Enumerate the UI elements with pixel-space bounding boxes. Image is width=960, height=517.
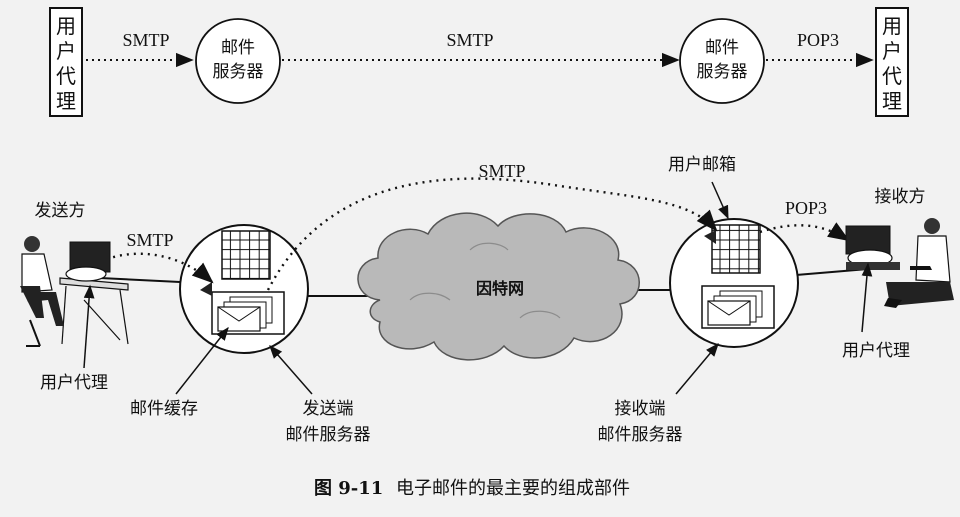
top-right-agent-char-1: 用 (882, 14, 902, 38)
top-proto-left: SMTP (122, 30, 169, 50)
sender-side-label: 发送方 (35, 201, 86, 221)
top-proto-mid: SMTP (446, 30, 493, 50)
receiver-side-label: 接收方 (875, 187, 926, 207)
sender-server-grid (221, 230, 271, 280)
send-server-line1: 发送端 (303, 399, 354, 419)
mail-cache-label: 邮件缓存 (130, 399, 198, 419)
recv-server-line1: 接收端 (615, 399, 666, 419)
receiver-mailbox-flag (704, 230, 716, 244)
top-left-server (195, 18, 281, 104)
top-right-agent-char-2: 户 (882, 39, 902, 63)
recv-server-line2: 邮件服务器 (598, 425, 683, 445)
top-right-agent-char-4: 理 (882, 89, 902, 113)
top-right-server (679, 18, 765, 104)
smtp-arc-label: SMTP (478, 161, 525, 181)
top-right-server-line1: 邮件 (705, 38, 739, 58)
top-left-agent-char-4: 理 (56, 89, 76, 113)
internet-label: 因特网 (476, 279, 524, 298)
caption-title: 电子邮件的最主要的组成部件 (396, 478, 630, 499)
receiver-mailbox-grid (711, 224, 761, 274)
top-right-agent-char-3: 代 (882, 64, 902, 88)
top-left-agent-box (49, 7, 83, 117)
user-agent-right-pointer (861, 262, 873, 333)
smtp-arc-path (266, 177, 718, 291)
top-right-agent-box (875, 7, 909, 117)
recv-server-pointer (675, 342, 719, 395)
mailbox-label: 用户邮箱 (668, 155, 736, 175)
link-sender-to-server (99, 277, 181, 283)
user-agent-right-label: 用户代理 (842, 341, 910, 361)
top-left-agent-char-3: 代 (56, 64, 76, 88)
mail-cache-pointer (175, 326, 229, 395)
sender-person-illustration (20, 236, 129, 347)
send-server-pointer (269, 344, 313, 395)
top-left-server-line1: 邮件 (221, 38, 255, 58)
sender-server-flag (200, 282, 212, 296)
top-left-agent-char-2: 户 (56, 39, 76, 63)
receiver-mail-icon (701, 285, 775, 329)
caption-figure-no: 图 9-11 (314, 478, 383, 499)
top-left-agent-char-1: 用 (56, 14, 76, 38)
pop3-label: POP3 (785, 198, 827, 218)
send-server-line2: 邮件服务器 (286, 425, 371, 445)
user-agent-left-label: 用户代理 (40, 373, 108, 393)
top-proto-right: POP3 (797, 30, 839, 50)
internet-cloud (357, 212, 640, 361)
user-agent-left-pointer (83, 284, 95, 369)
smtp-left-label: SMTP (126, 230, 173, 250)
top-right-server-line2: 服务器 (697, 62, 748, 82)
mailbox-pointer (711, 181, 729, 220)
receiver-person-illustration (845, 218, 954, 308)
sender-mail-cache-icon (211, 291, 285, 335)
top-left-server-line2: 服务器 (213, 62, 264, 82)
